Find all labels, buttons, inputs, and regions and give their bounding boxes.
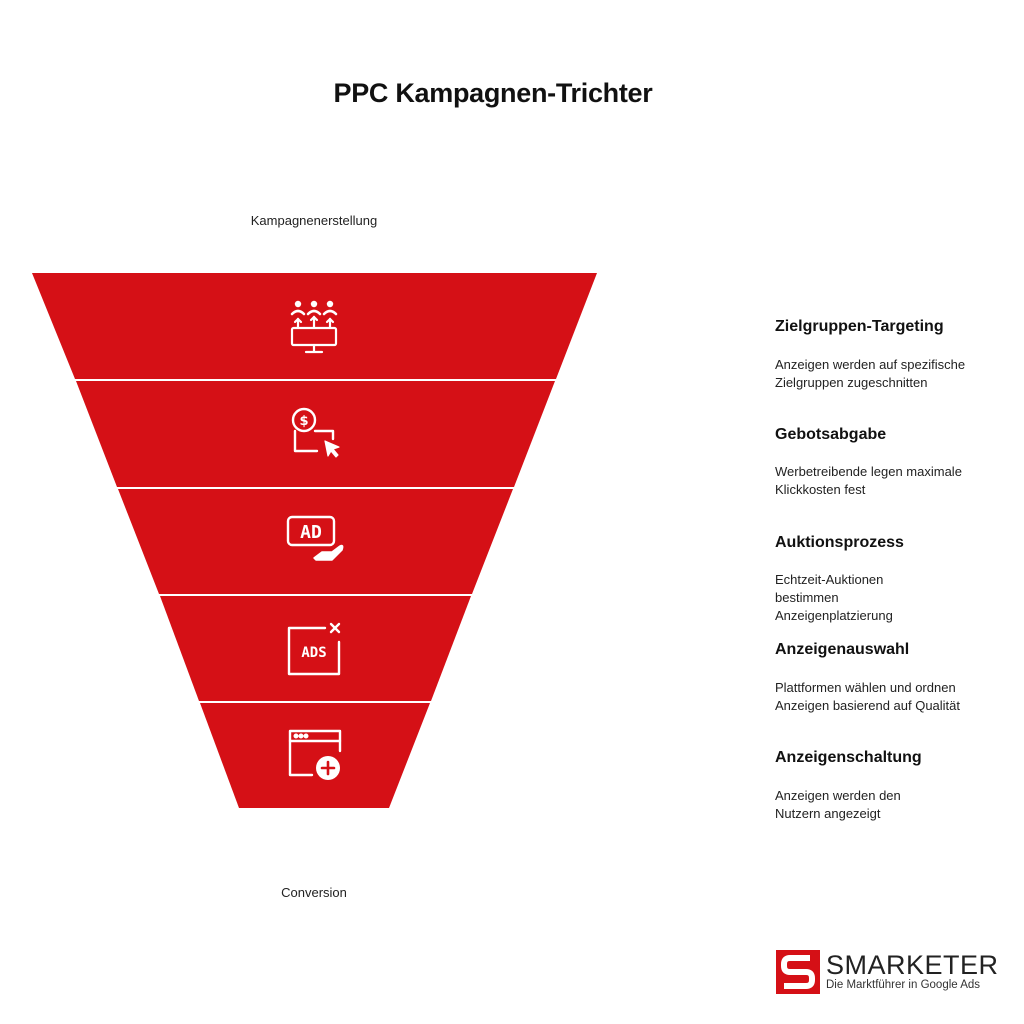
svg-text:$: $ xyxy=(299,414,308,429)
logo-name: SMARKETER xyxy=(826,950,999,980)
ad-hand-icon: AD xyxy=(286,515,344,561)
stage-description-zielgruppen-targeting: Anzeigen werden auf spezifische Zielgrup… xyxy=(775,357,966,390)
funnel-stage-3 xyxy=(118,489,513,594)
funnel-bottom-label: Conversion xyxy=(281,885,347,900)
logo-tagline: Die Marktführer in Google Ads xyxy=(826,979,981,991)
svg-text:ADS: ADS xyxy=(301,645,326,661)
stage-title-zielgruppen-targeting: Zielgruppen-Targeting xyxy=(775,318,944,335)
stage-description-anzeigenauswahl: Plattformen wählen und ordnen Anzeigen b… xyxy=(775,680,961,713)
ads-board-icon: ADS xyxy=(287,622,341,676)
bid-click-icon: $ xyxy=(291,407,340,458)
page-title: PPC Kampagnen-Trichter xyxy=(333,78,653,108)
stage-title-auktionsprozess: Auktionsprozess xyxy=(775,534,904,551)
stage-description-anzeigenschaltung: Anzeigen werden den Nutzern angezeigt xyxy=(775,788,901,821)
audience-targeting-icon xyxy=(290,300,338,354)
funnel-stage-5 xyxy=(200,703,430,808)
stage-title-gebotsabgabe: Gebotsabgabe xyxy=(775,426,887,443)
stage-title-anzeigenschaltung: Anzeigenschaltung xyxy=(775,749,922,766)
stage-title-anzeigenauswahl: Anzeigenauswahl xyxy=(775,641,910,658)
svg-text:AD: AD xyxy=(300,522,322,543)
stage-description-gebotsabgabe: Werbetreibende legen maximale Klickkoste… xyxy=(775,464,962,497)
funnel-top-label: Kampagnenerstellung xyxy=(250,213,378,228)
funnel-stage-4 xyxy=(160,596,471,701)
browser-add-icon xyxy=(288,729,342,780)
smarketer-logo-icon xyxy=(776,950,820,994)
stage-description-auktionsprozess: Echtzeit-Auktionen bestimmen Anzeigenpla… xyxy=(775,572,893,623)
funnel-stage-2 xyxy=(76,381,555,487)
